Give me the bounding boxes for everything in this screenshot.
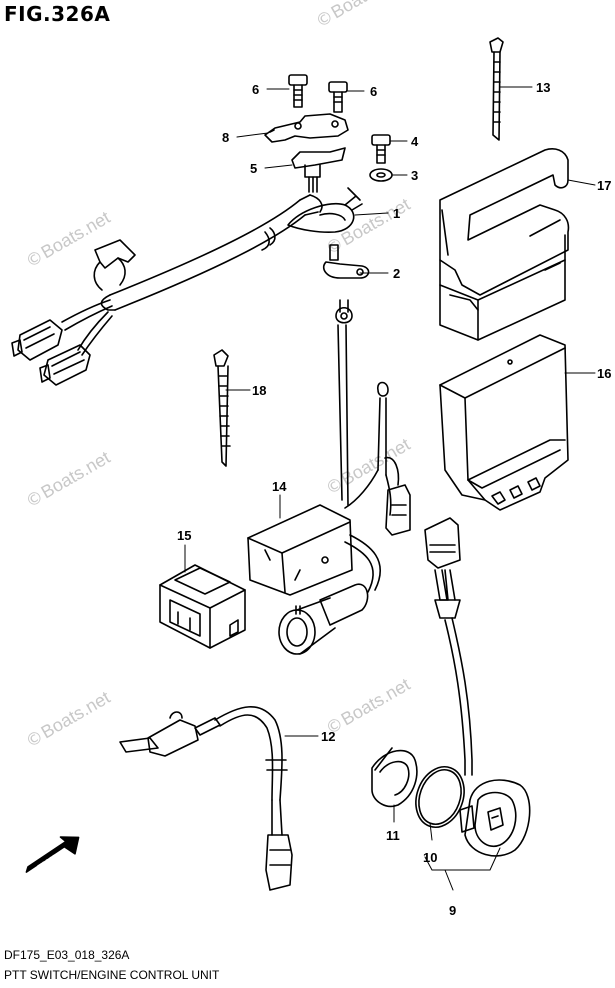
callout-4: 4 [411,134,419,149]
watermark-text-6: Boats.net [38,687,114,742]
part-6-bolt-right [328,81,348,113]
callout-14: 14 [272,479,287,494]
callout-1: 1 [393,206,400,221]
figure-title: FIG.326A [4,2,111,26]
callout-6b: 6 [370,84,377,99]
callout-8: 8 [222,130,229,145]
part-6-bolt-left [288,74,308,108]
part-2-ground-lead [322,244,370,279]
part-14-relay [247,299,411,655]
watermark-text-1: Boats.net [328,0,404,22]
watermark-text-5: Boats.net [338,434,414,489]
part-1-harness [11,187,363,386]
part-12-switch-harness [119,706,293,891]
part-17-ecu-cover [439,148,570,341]
callout-9: 9 [449,903,456,918]
fwd-arrow [25,836,80,873]
callout-16: 16 [597,366,611,381]
part-11-bezel [371,747,418,808]
callout-15: 15 [177,528,191,543]
leader-lines [184,86,596,891]
diagram-caption: PTT SWITCH/ENGINE CONTROL UNIT [4,968,220,982]
part-18-cable-tie [213,349,231,467]
part-9-ptt-panel-switch [424,517,531,857]
callout-18: 18 [252,383,266,398]
part-4-bolt [371,134,391,164]
watermark-text-2: Boats.net [38,207,114,262]
part-3-washer [369,168,393,182]
fwd-label: FWD [36,851,64,875]
callout-3: 3 [411,168,418,183]
part-15-relay-socket [159,564,246,649]
callout-13: 13 [536,80,550,95]
diagram-code: DF175_E03_018_326A [4,948,130,962]
callout-6a: 6 [252,82,259,97]
part-16-ecu [439,334,569,511]
part-13-cable-tie [489,37,504,141]
callout-12: 12 [321,729,335,744]
callout-5: 5 [250,161,257,176]
part-5-ptt-switch [291,147,346,193]
callout-17: 17 [597,178,611,193]
part-8-bracket [264,113,349,143]
callout-10: 10 [423,850,437,865]
watermark-text-4: Boats.net [38,447,114,502]
watermark-text-7: Boats.net [338,674,414,729]
callout-11: 11 [386,828,400,843]
callout-2: 2 [393,266,400,281]
